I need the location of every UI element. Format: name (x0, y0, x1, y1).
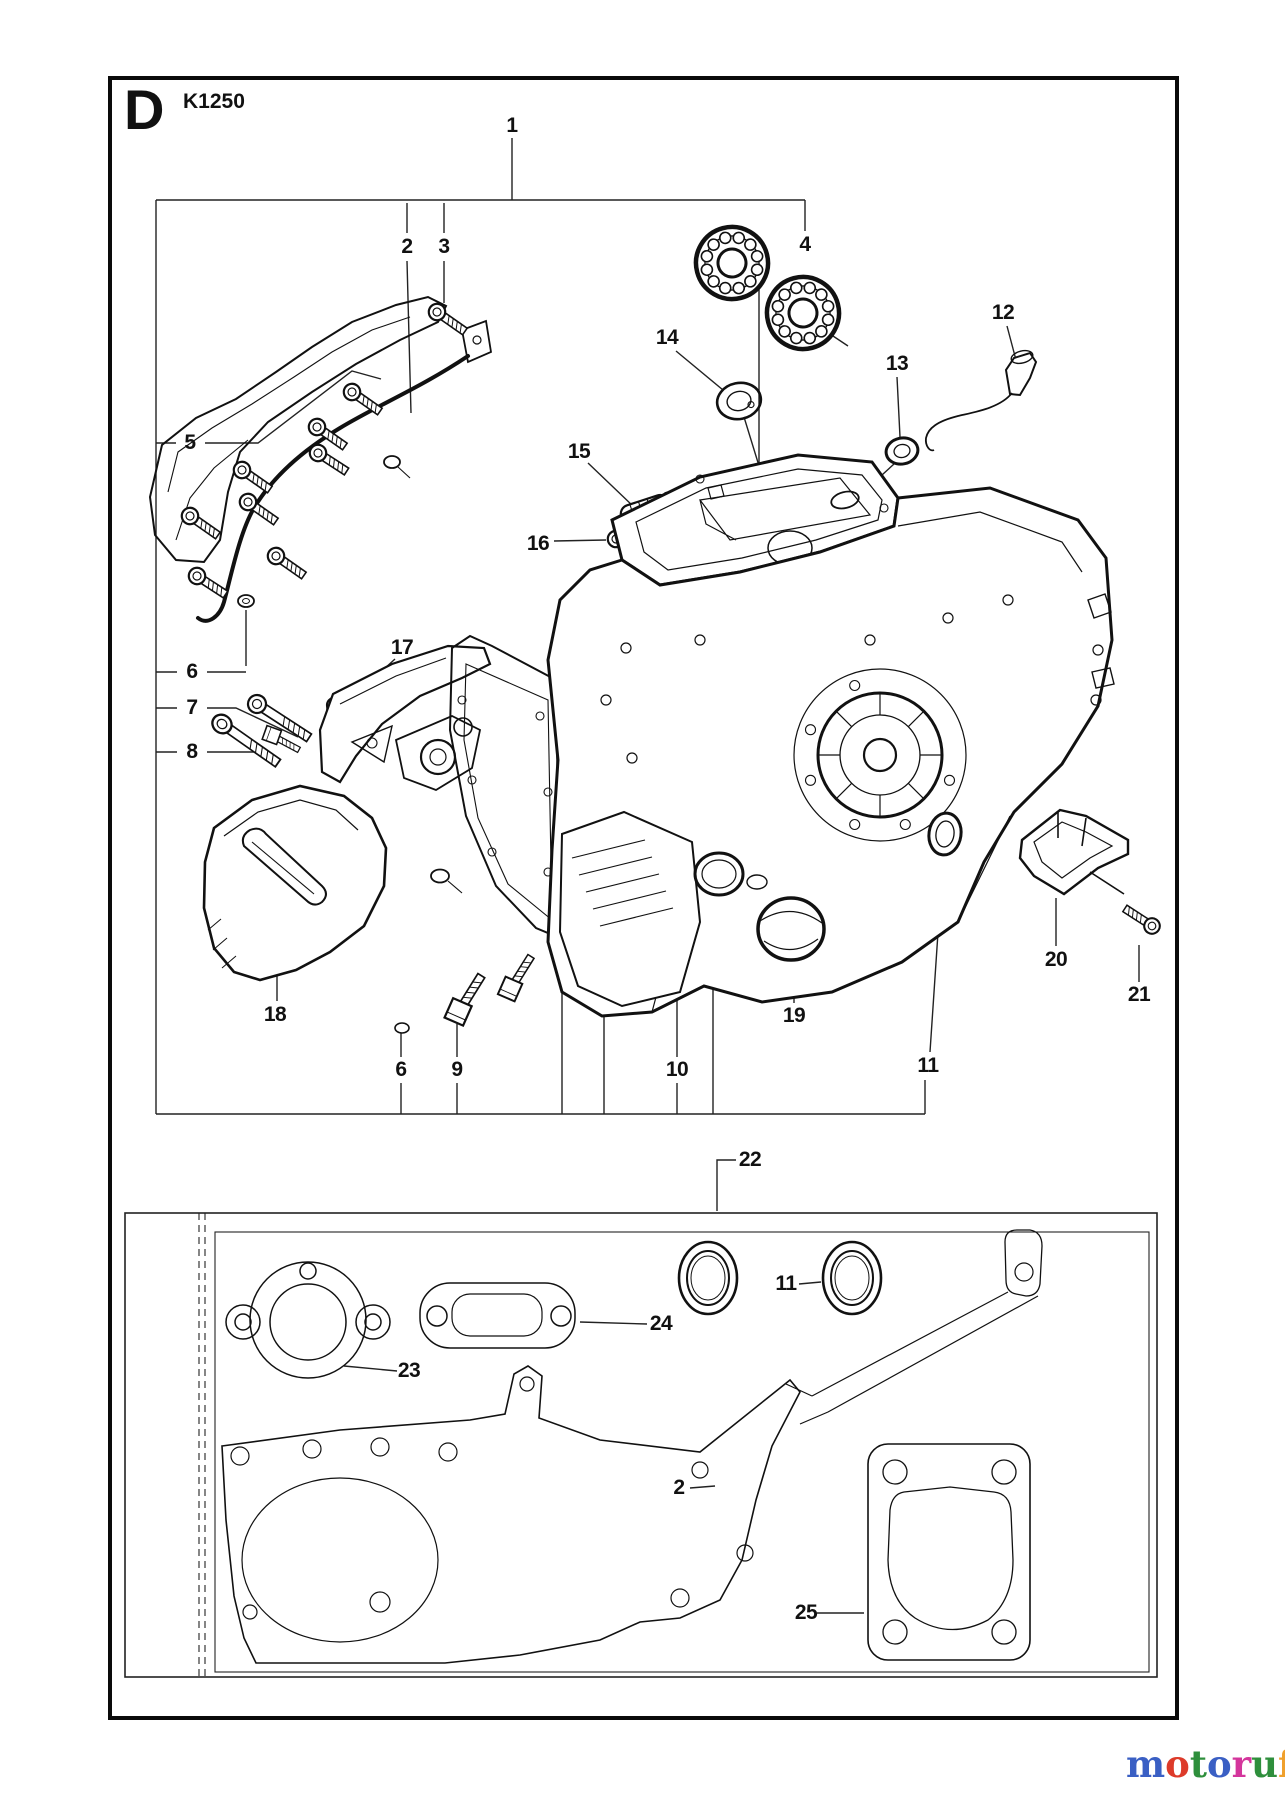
callout-2: 2 (673, 1476, 685, 1499)
page-border (108, 76, 1179, 1720)
callout-18: 18 (263, 1003, 287, 1026)
watermark-letter: u (1251, 1742, 1279, 1786)
callout-1: 1 (506, 114, 518, 137)
support-wedge-20 (1018, 808, 1130, 896)
brake-arm-drawing (318, 644, 492, 791)
bolt-21 (1119, 900, 1164, 938)
callout-16: 16 (526, 532, 550, 555)
callout-11: 11 (775, 1272, 797, 1295)
watermark-word: motoruf (1126, 1742, 1285, 1786)
callout-22: 22 (738, 1148, 762, 1171)
callout-21: 21 (1127, 983, 1151, 1006)
watermark-letter: o (1206, 1742, 1232, 1786)
washer-14 (715, 381, 763, 421)
seal-13 (884, 436, 920, 466)
plate-screws (177, 299, 471, 603)
callout-14: 14 (655, 326, 679, 349)
watermark-letter: r (1231, 1742, 1252, 1786)
callout-15: 15 (567, 440, 591, 463)
exhaust-gasket-23 (225, 1261, 391, 1379)
bearing-drawings (688, 219, 847, 357)
section-letter: D (124, 78, 165, 141)
bolt-9a (440, 968, 492, 1030)
callout-3: 3 (438, 235, 450, 258)
oil-plunger-12 (924, 349, 1038, 452)
callout-2: 2 (401, 235, 413, 258)
crankcase-gasket-main (448, 634, 562, 940)
callout-17: 17 (390, 636, 414, 659)
kit-seal-right (821, 1240, 883, 1316)
crankcase-gasket-kit-2 (221, 1229, 1043, 1664)
callout-13: 13 (885, 352, 909, 375)
cover-plate-gasket-drawing (148, 295, 492, 623)
cap-19 (756, 896, 826, 962)
watermark-letter: m (1126, 1742, 1166, 1786)
callout-6: 6 (186, 660, 198, 683)
bolt-3 (424, 299, 471, 340)
callout-23: 23 (397, 1359, 421, 1382)
callout-10: 10 (665, 1058, 689, 1081)
bolt-9b (494, 949, 541, 1005)
muffler-gasket-24 (419, 1282, 576, 1349)
crankcase-lower-half (546, 486, 1115, 1018)
model-label: K1250 (183, 90, 245, 113)
callout-7: 7 (186, 696, 198, 719)
callout-4: 4 (799, 233, 811, 256)
callout-12: 12 (991, 301, 1015, 324)
cylinder-gasket-25 (867, 1443, 1031, 1661)
callout-25: 25 (794, 1601, 818, 1624)
watermark-letter: f (1278, 1742, 1285, 1786)
gasket-kit-box (124, 1212, 1158, 1678)
watermark-letter: t (1189, 1742, 1207, 1786)
callout-5: 5 (184, 431, 196, 454)
seal-11-main (927, 811, 963, 857)
watermark-logo[interactable]: motoruf’.de (1126, 1746, 1285, 1783)
callout-20: 20 (1044, 948, 1068, 971)
callout-8: 8 (186, 740, 198, 763)
callout-24: 24 (649, 1312, 673, 1335)
callout-11: 11 (917, 1054, 939, 1077)
callout-9: 9 (451, 1058, 463, 1081)
clutch-cover-drawing (202, 784, 463, 1034)
kit-seal-left (677, 1240, 739, 1316)
callout-6: 6 (395, 1058, 407, 1081)
callout-19: 19 (782, 1004, 806, 1027)
watermark-letter: o (1165, 1742, 1190, 1786)
